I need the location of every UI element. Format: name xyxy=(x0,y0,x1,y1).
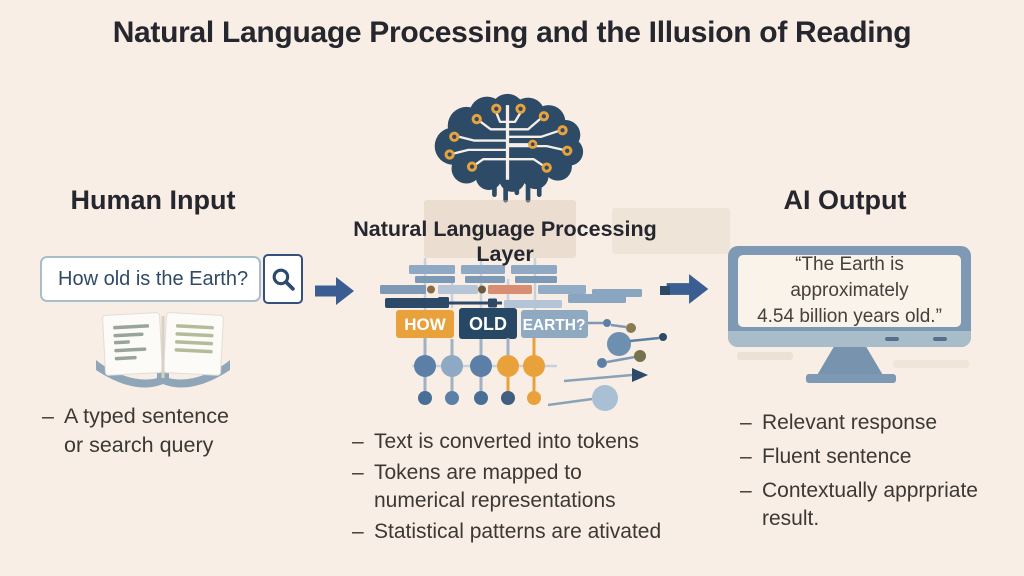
flow-arrow-left-icon xyxy=(315,277,354,305)
list-item: – Tokens are mapped to numerical represe… xyxy=(352,459,661,515)
monitor-icon: “The Earth is approximately 4.54 billion… xyxy=(728,246,971,347)
token-earth: EARTH? xyxy=(521,310,588,338)
ai-output-heading: AI Output xyxy=(783,185,907,215)
open-book-icon xyxy=(96,312,230,388)
ai-output-bullets: – Relevant response – Fluent sentence – … xyxy=(740,409,978,539)
bullet-dash: – xyxy=(352,520,364,543)
monitor-stand xyxy=(816,347,884,377)
brain-node-dots xyxy=(444,103,573,173)
list-item: – Relevant response xyxy=(740,409,978,437)
bullet-dash: – xyxy=(740,445,752,468)
monitor-screen: “The Earth is approximately 4.54 billion… xyxy=(738,254,961,327)
list-item: – Text is converted into tokens xyxy=(352,428,661,456)
token-how: HOW xyxy=(396,310,454,338)
token-old: OLD xyxy=(459,308,517,339)
bullet-text: Tokens are mapped to numerical represent… xyxy=(374,461,616,512)
monitor-base xyxy=(806,374,896,383)
ai-response-text: “The Earth is approximately 4.54 billion… xyxy=(757,254,942,327)
bullet-dash: – xyxy=(352,461,364,484)
list-item: – Contextually apprpriate result. xyxy=(740,477,978,533)
watermark-box xyxy=(424,200,576,258)
list-item: – Fluent sentence xyxy=(740,443,978,471)
pattern-network xyxy=(547,319,667,411)
search-icon xyxy=(272,268,295,291)
search-button[interactable] xyxy=(263,254,303,304)
bullet-text: Relevant response xyxy=(762,411,938,434)
monitor-shadow xyxy=(737,352,793,360)
bullet-text: Fluent sentence xyxy=(762,445,912,468)
monitor-shadow xyxy=(893,360,969,368)
human-input-bullets: – A typed sentence or search query xyxy=(42,402,229,460)
bullet-text: A typed sentence or search query xyxy=(64,404,229,457)
tokenization-diagram: HOW OLD EARTH? xyxy=(380,258,670,411)
bullet-text: Statistical patterns are ativated xyxy=(374,520,662,543)
nlp-layer-heading: Natural Language Processing Layer xyxy=(353,217,657,266)
bullet-dash: – xyxy=(740,479,752,502)
search-input[interactable] xyxy=(40,256,261,302)
embedding-bars xyxy=(380,265,670,308)
bullet-dash: – xyxy=(42,404,54,428)
human-input-heading: Human Input xyxy=(70,185,236,215)
svg-text:OLD: OLD xyxy=(469,314,507,334)
activation-nodes xyxy=(414,355,545,405)
bullet-dash: – xyxy=(352,430,364,453)
monitor-vent-dash xyxy=(885,337,899,341)
list-item: – Statistical patterns are ativated xyxy=(352,518,661,546)
monitor-vent-dash xyxy=(933,337,947,341)
list-item: – A typed sentence or search query xyxy=(42,402,229,460)
nlp-bullets: – Text is converted into tokens – Tokens… xyxy=(352,428,661,549)
bullet-text: Text is converted into tokens xyxy=(374,430,639,453)
bullet-text: Contextually apprpriate result. xyxy=(762,479,978,530)
page-title: Natural Language Processing and the Illu… xyxy=(112,16,912,49)
monitor-chin xyxy=(728,331,971,347)
svg-text:EARTH?: EARTH? xyxy=(523,317,586,334)
brain-circuit-icon xyxy=(434,93,584,203)
svg-text:HOW: HOW xyxy=(404,315,447,334)
flow-arrow-right-icon xyxy=(666,274,709,304)
bullet-dash: – xyxy=(740,411,752,434)
watermark-box-2 xyxy=(612,208,730,254)
